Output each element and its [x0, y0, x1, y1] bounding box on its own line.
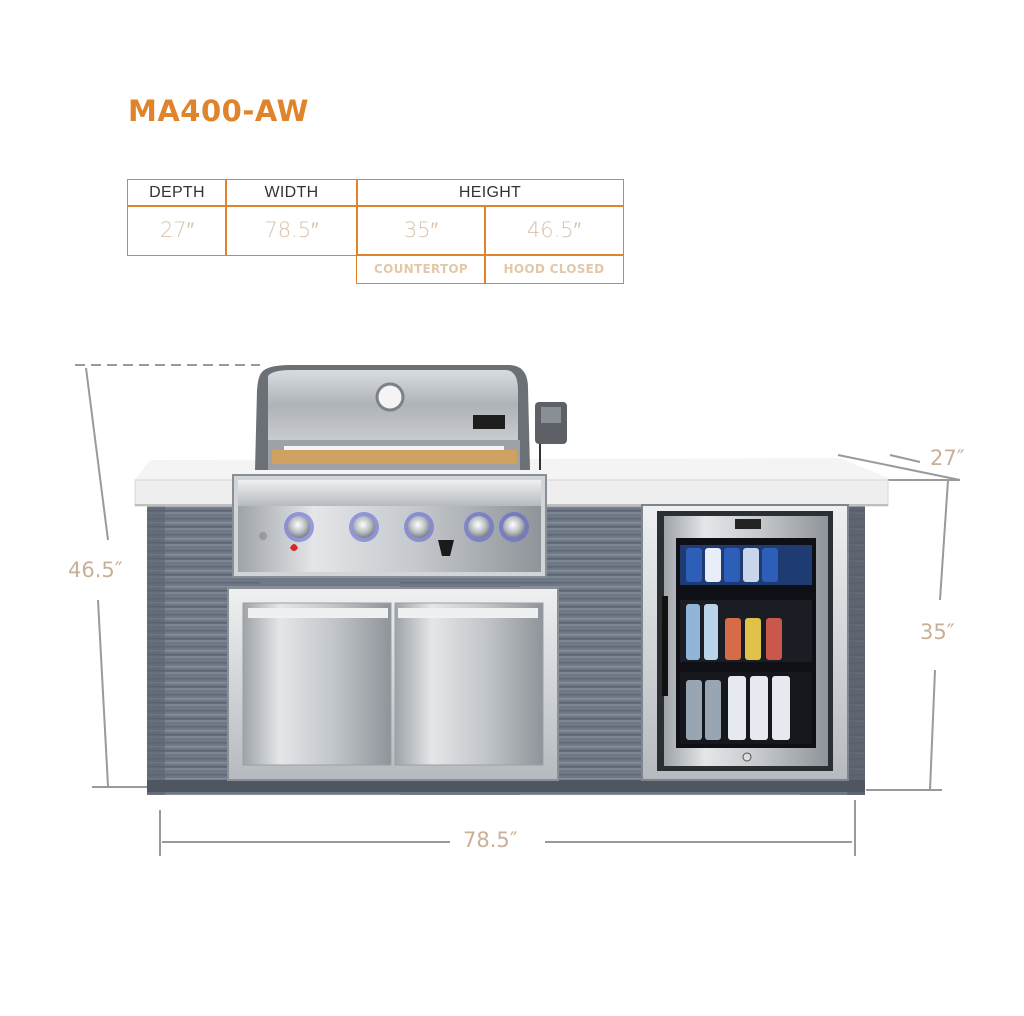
- fridge-lock-icon: [742, 752, 752, 762]
- depth-value: 27″: [127, 205, 227, 256]
- brand-logo-badge: [473, 415, 505, 429]
- control-knobs: [284, 512, 529, 542]
- overall-height-dimension: 46.5″: [68, 558, 123, 582]
- right-door-handle: [398, 608, 538, 618]
- beverage-fridge: [641, 504, 849, 781]
- igniter-button: [259, 532, 267, 540]
- dimension-spec-table: DEPTH WIDTH HEIGHT 27″ 78.5″ 35″ 46.5″ C…: [127, 179, 624, 284]
- fridge-contents: [680, 545, 812, 744]
- hood-closed-height-value: 46.5″: [484, 205, 624, 256]
- width-header: WIDTH: [225, 179, 358, 207]
- countertop-label: COUNTERTOP: [356, 254, 486, 284]
- burner-knob-3: [404, 512, 434, 542]
- burner-knob-5: [499, 512, 529, 542]
- width-dimension: 78.5″: [463, 828, 518, 852]
- burner-knob-4: [464, 512, 494, 542]
- bottle-opener-icon: [438, 540, 454, 556]
- fridge-logo-badge: [735, 519, 761, 529]
- dimension-lines: [75, 364, 961, 856]
- burner-knob-2: [349, 512, 379, 542]
- burner-knob-1: [284, 512, 314, 542]
- hood-closed-label: HOOD CLOSED: [484, 254, 624, 284]
- depth-header: DEPTH: [127, 179, 227, 207]
- height-header: HEIGHT: [356, 179, 624, 207]
- flame-logo-icon: [290, 544, 298, 551]
- fridge-handle: [662, 596, 668, 696]
- left-door-handle: [248, 608, 388, 618]
- grill: [232, 365, 567, 578]
- width-value: 78.5″: [225, 205, 358, 256]
- countertop-height-value: 35″: [356, 205, 486, 256]
- counter-height-dimension: 35″: [920, 620, 955, 644]
- access-doors: [227, 587, 559, 781]
- product-title: MA400-AW: [128, 94, 310, 128]
- thermometer-icon: [375, 382, 405, 412]
- depth-dimension: 27″: [930, 446, 965, 470]
